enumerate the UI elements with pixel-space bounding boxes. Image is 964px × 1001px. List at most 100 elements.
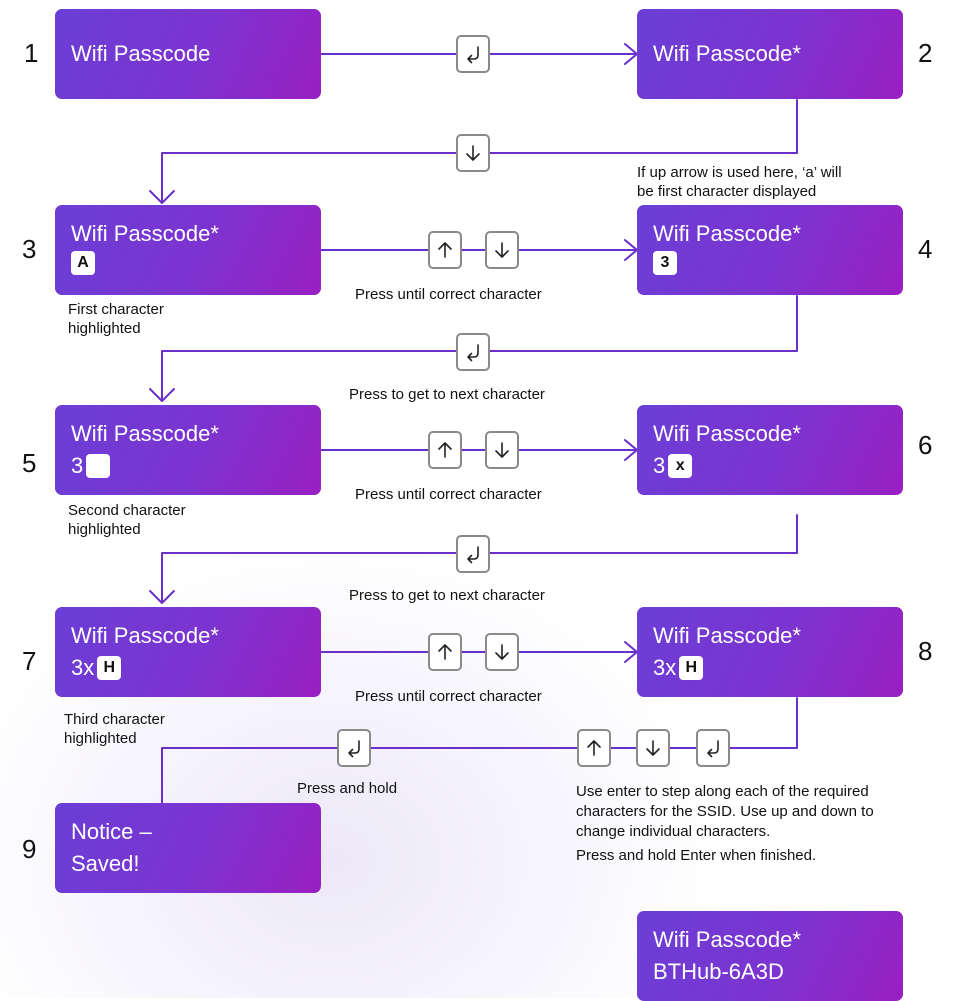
screen-9-title: Notice – <box>71 819 152 844</box>
enter-icon <box>348 740 360 758</box>
screen-6-value: 3 x <box>653 451 887 481</box>
screen-4: Wifi Passcode* 3 <box>637 205 903 295</box>
press-and-hold-label: Press and hold <box>297 780 398 797</box>
up-arrow-icon <box>438 242 452 258</box>
final-screen-title: Wifi Passcode* <box>653 927 801 952</box>
second-char-note-line-1: Second character <box>68 502 186 519</box>
step-number-7: 7 <box>22 646 37 676</box>
final-screen: Wifi Passcode* BTHub-6A3D <box>637 911 903 1001</box>
screen-6-title: Wifi Passcode* <box>653 421 801 446</box>
enter-key-hold <box>337 729 371 767</box>
step-number-5: 5 <box>22 448 37 478</box>
down-arrow-icon <box>646 740 660 756</box>
first-char-note-line-2: highlighted <box>68 320 141 337</box>
screen-3-title: Wifi Passcode* <box>71 221 219 246</box>
screen-7-value: 3x H <box>71 653 305 683</box>
up-arrow-icon <box>587 740 601 756</box>
third-char-note-line-2: highlighted <box>64 730 137 747</box>
screen-2-title: Wifi Passcode* <box>653 41 801 66</box>
screen-4-title: Wifi Passcode* <box>653 221 801 246</box>
instructions: Use enter to step along each of the requ… <box>576 782 874 866</box>
down-arrow-icon <box>495 242 509 258</box>
screen-4-value: 3 <box>653 251 887 275</box>
step-number-9: 9 <box>22 834 37 864</box>
step-number-4: 4 <box>918 234 933 264</box>
screen-8-value: 3x H <box>653 653 887 683</box>
down-arrow-icon <box>466 145 480 161</box>
enter-icon <box>467 344 479 362</box>
instructions-line-2: characters for the SSID. Use up and down… <box>576 803 874 820</box>
screen-5: Wifi Passcode* 3 <box>55 405 321 495</box>
up-arrow-note-line-2: be first character displayed <box>637 183 817 200</box>
screen-7: Wifi Passcode* 3x H <box>55 607 321 697</box>
step-number-1: 1 <box>24 38 39 68</box>
up-arrow-icon <box>438 442 452 458</box>
up-key-3-4 <box>428 231 462 269</box>
arrowhead-5 <box>149 388 175 402</box>
screen-8-cursor: H <box>679 656 704 680</box>
up-key-8 <box>577 729 611 767</box>
screen-5-value: 3 <box>71 451 305 481</box>
down-key-7-8 <box>485 633 519 671</box>
down-key-2-3 <box>456 134 490 172</box>
step-number-8: 8 <box>918 636 933 666</box>
press-until-label-3-4: Press until correct character <box>355 286 542 303</box>
enter-key-4-5 <box>456 333 490 371</box>
screen-9: Notice – Saved! <box>55 803 321 893</box>
screen-8-title: Wifi Passcode* <box>653 623 801 648</box>
screen-3-value: A <box>71 251 305 275</box>
up-arrow-note-line-1: If up arrow is used here, ‘a’ will <box>637 164 842 181</box>
screen-6-prefix: 3 <box>653 453 666 478</box>
arrowhead-7 <box>149 590 175 604</box>
screen-5-prefix: 3 <box>71 453 84 478</box>
screen-1-title: Wifi Passcode <box>71 41 211 66</box>
enter-icon <box>707 740 719 758</box>
up-arrow-icon <box>438 644 452 660</box>
next-char-label-4-5: Press to get to next character <box>349 386 545 403</box>
press-until-label-7-8: Press until correct character <box>355 688 542 705</box>
screen-1: Wifi Passcode <box>55 9 321 99</box>
enter-key-6-7 <box>456 535 490 573</box>
second-char-note-line-2: highlighted <box>68 521 141 538</box>
press-until-label-5-6: Press until correct character <box>355 486 542 503</box>
screen-6: Wifi Passcode* 3 x <box>637 405 903 495</box>
third-char-note-line-1: Third character <box>64 711 165 728</box>
screen-2: Wifi Passcode* <box>637 9 903 99</box>
step-number-3: 3 <box>22 234 37 264</box>
instructions-line-1: Use enter to step along each of the requ… <box>576 783 869 800</box>
screen-5-title: Wifi Passcode* <box>71 421 219 446</box>
screen-9-message: Saved! <box>71 851 140 876</box>
next-char-label-6-7: Press to get to next character <box>349 587 545 604</box>
down-key-8 <box>636 729 670 767</box>
screen-4-cursor: 3 <box>653 251 677 275</box>
screen-7-title: Wifi Passcode* <box>71 623 219 648</box>
screen-7-cursor: H <box>97 656 122 680</box>
screen-8-prefix: 3x <box>653 655 677 680</box>
screen-7-prefix: 3x <box>71 655 95 680</box>
enter-icon <box>467 46 479 64</box>
screen-3: Wifi Passcode* A <box>55 205 321 295</box>
enter-key-1-2 <box>456 35 490 73</box>
down-key-3-4 <box>485 231 519 269</box>
instructions-line-4: Press and hold Enter when finished. <box>576 847 817 864</box>
down-key-5-6 <box>485 431 519 469</box>
up-arrow-note: If up arrow is used here, ‘a’ will be fi… <box>637 163 842 201</box>
screen-5-cursor <box>86 454 111 478</box>
screen-6-cursor: x <box>668 454 693 478</box>
third-char-note: Third character highlighted <box>64 710 165 748</box>
step-number-2: 2 <box>918 38 933 68</box>
enter-icon <box>467 546 479 564</box>
up-key-5-6 <box>428 431 462 469</box>
connector-8-9 <box>161 697 798 804</box>
first-char-note: First character highlighted <box>68 300 164 338</box>
screen-8: Wifi Passcode* 3x H <box>637 607 903 697</box>
first-char-note-line-1: First character <box>68 301 164 318</box>
step-number-6: 6 <box>918 430 933 460</box>
arrowhead-3 <box>149 190 175 204</box>
screen-3-cursor: A <box>71 251 95 275</box>
down-arrow-icon <box>495 442 509 458</box>
up-key-7-8 <box>428 633 462 671</box>
final-screen-ssid: BTHub-6A3D <box>653 959 784 984</box>
second-char-note: Second character highlighted <box>68 501 186 539</box>
enter-key-8 <box>696 729 730 767</box>
